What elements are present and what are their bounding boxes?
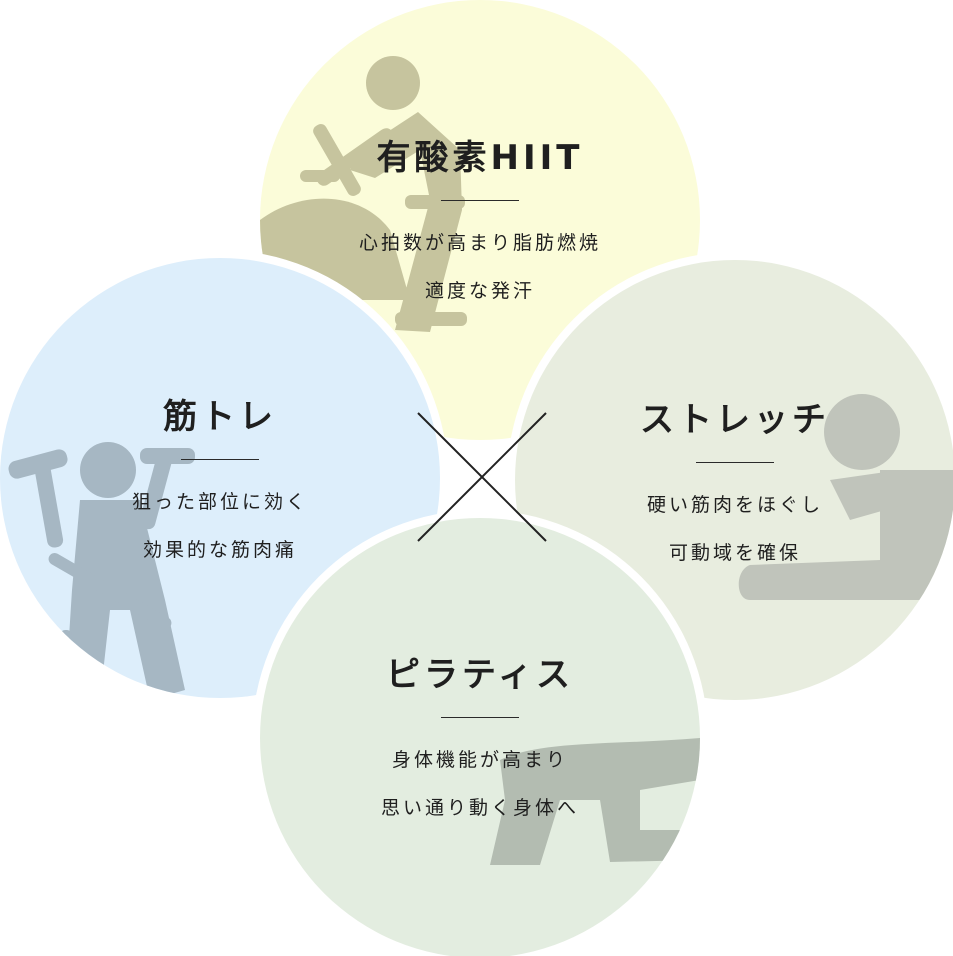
label-top: 有酸素HIIT 心拍数が高まり脂肪燃焼 適度な発汗	[359, 138, 601, 315]
circle-bottom	[252, 510, 708, 956]
stretching-figure-icon	[738, 394, 953, 600]
stationary-bike-icon	[260, 56, 467, 332]
circle-top-line-1: 心拍数が高まり脂肪燃焼	[358, 232, 602, 254]
circle-bottom-title: ピラティス	[386, 655, 574, 695]
circle-right-title: ストレッチ	[640, 400, 830, 440]
label-right: ストレッチ 硬い筋肉をほぐし 可動域を確保	[640, 400, 830, 577]
weight-machine-icon	[8, 442, 195, 698]
circle-right-line-1: 硬い筋肉をほぐし	[646, 494, 823, 516]
circle-bottom-line-1: 身体機能が高まり	[391, 749, 569, 771]
circle-right-line-2: 可動域を確保	[668, 542, 801, 564]
circle-right-divider	[696, 462, 774, 463]
circle-left-line-1: 狙った部位に効く	[131, 491, 309, 513]
label-left: 筋トレ 狙った部位に効く 効果的な筋肉痛	[132, 397, 308, 574]
label-bottom: ピラティス 身体機能が高まり 思い通り動く身体へ	[381, 655, 579, 832]
circle-left-divider	[180, 459, 259, 460]
circle-left-title: 筋トレ	[162, 397, 277, 437]
circle-bottom-divider	[440, 717, 519, 718]
circle-top-title: 有酸素HIIT	[376, 138, 584, 178]
circle-left-line-2: 効果的な筋肉痛	[142, 539, 298, 561]
circle-bottom-line-2: 思い通り動く身体へ	[380, 797, 580, 819]
pilates-pose-icon	[490, 738, 700, 865]
circle-top-line-2: 適度な発汗	[424, 280, 536, 302]
cross-symbol	[417, 412, 547, 542]
circle-top-divider	[440, 200, 519, 201]
